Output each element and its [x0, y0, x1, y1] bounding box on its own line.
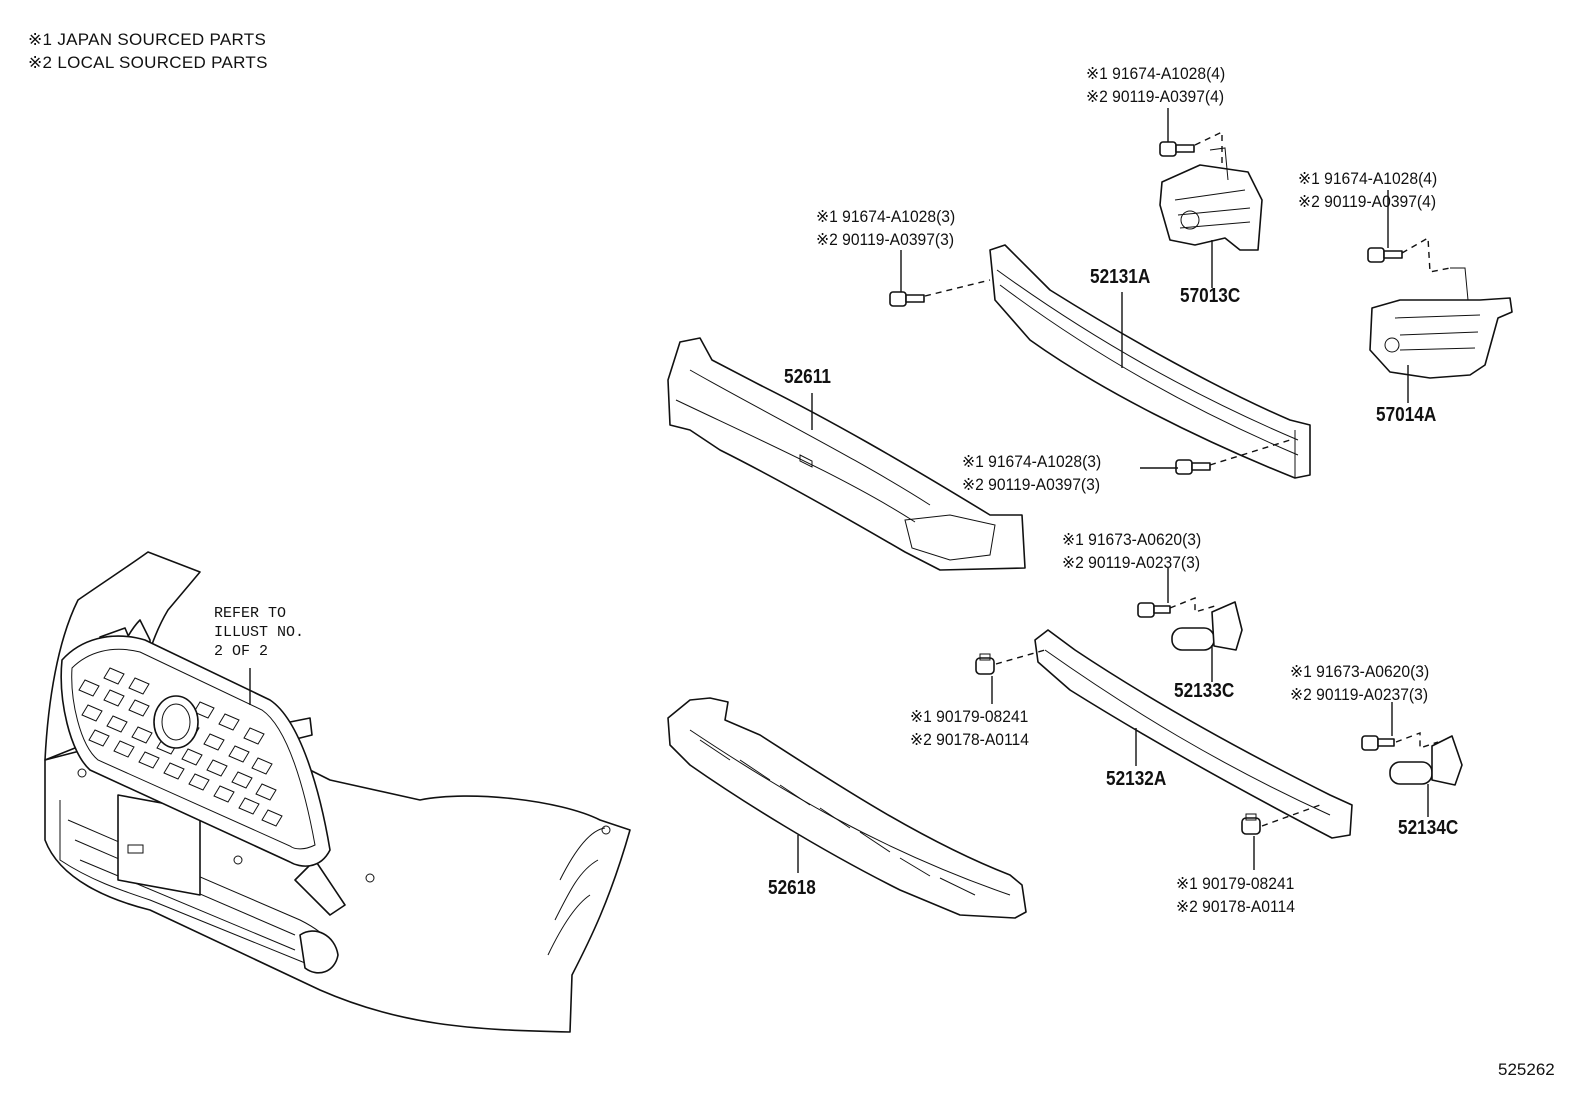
screw-icon [1361, 735, 1395, 751]
retainer-52131A [989, 244, 1311, 479]
callout-local-part: ※2 90119-A0397(4) [1298, 192, 1437, 211]
callout-local-part: ※2 90119-A0397(4) [1086, 87, 1225, 106]
callout-mid: ※1 91674-A1028(3) ※2 90119-A0397(3) [962, 450, 1101, 496]
callout-japan-part: ※1 91673-A0620(3) [1290, 662, 1430, 681]
callout-local-part: ※2 90178-A0114 [1176, 897, 1295, 916]
part-number-57013C: 57013C [1180, 285, 1241, 307]
callout-local-part: ※2 90119-A0237(3) [1290, 685, 1429, 704]
absorber-52618 [667, 697, 1027, 919]
callout-local-part: ※2 90119-A0237(3) [1062, 553, 1201, 572]
callout-japan-part: ※1 91673-A0620(3) [1062, 530, 1202, 549]
callout-japan-part: ※1 90179-08241 [1176, 874, 1295, 893]
callout-top-center: ※1 91674-A1028(4) ※2 90119-A0397(4) [1086, 62, 1225, 108]
callout-local-part: ※2 90119-A0397(3) [816, 230, 955, 249]
bolt-icon [889, 291, 925, 307]
bolt-icon [1159, 141, 1195, 157]
bracket-57014A [1369, 267, 1513, 379]
grille [60, 635, 331, 867]
part-number-52131A: 52131A [1090, 266, 1151, 288]
callout-left-upper: ※1 91674-A1028(3) ※2 90119-A0397(3) [816, 205, 955, 251]
callout-nut-right: ※1 90179-08241 ※2 90178-A0114 [1176, 872, 1295, 918]
part-number-52618: 52618 [768, 877, 816, 899]
nut-icon [975, 653, 995, 675]
callout-local-part: ※2 90178-A0114 [910, 730, 1029, 749]
refer-note-line-2: ILLUST NO. [214, 624, 305, 641]
bumper-reinforcement-52611 [667, 337, 1026, 571]
callout-screw-right: ※1 91673-A0620(3) ※2 90119-A0237(3) [1290, 660, 1429, 706]
callout-nut-left: ※1 90179-08241 ※2 90178-A0114 [910, 705, 1029, 751]
refer-note-line-3: 2 OF 2 [214, 643, 269, 660]
callout-japan-part: ※1 91674-A1028(3) [962, 452, 1102, 471]
callout-local-part: ※2 90119-A0397(3) [962, 475, 1101, 494]
bracket-52134C [1389, 735, 1463, 786]
part-number-52132A: 52132A [1106, 768, 1167, 790]
bolt-icon [1367, 247, 1403, 263]
bracket-57013C [1159, 147, 1263, 251]
part-number-52133C: 52133C [1174, 680, 1235, 702]
figure-number: 525262 [1498, 1060, 1555, 1079]
refer-note-line-1: REFER TO [214, 605, 287, 622]
refer-note: REFER TO ILLUST NO. 2 OF 2 [214, 604, 304, 661]
bolt-icon [1175, 459, 1211, 475]
part-number-57014A: 57014A [1376, 404, 1437, 426]
callout-japan-part: ※1 91674-A1028(4) [1298, 169, 1438, 188]
callout-japan-part: ※1 90179-08241 [910, 707, 1029, 726]
callout-japan-part: ※1 91674-A1028(4) [1086, 64, 1226, 83]
callout-screw-upper: ※1 91673-A0620(3) ※2 90119-A0237(3) [1062, 528, 1201, 574]
nut-icon [1241, 813, 1261, 835]
bumper-cover [44, 551, 631, 1033]
part-number-52134C: 52134C [1398, 817, 1459, 839]
legend-local-sourced: ※2 LOCAL SOURCED PARTS [28, 53, 268, 72]
legend-japan-sourced: ※1 JAPAN SOURCED PARTS [28, 30, 267, 49]
callout-japan-part: ※1 91674-A1028(3) [816, 207, 956, 226]
screw-icon [1137, 602, 1171, 618]
bracket-52133C [1171, 601, 1243, 651]
callout-top-right: ※1 91674-A1028(4) ※2 90119-A0397(4) [1298, 167, 1437, 213]
part-number-52611: 52611 [784, 366, 831, 388]
